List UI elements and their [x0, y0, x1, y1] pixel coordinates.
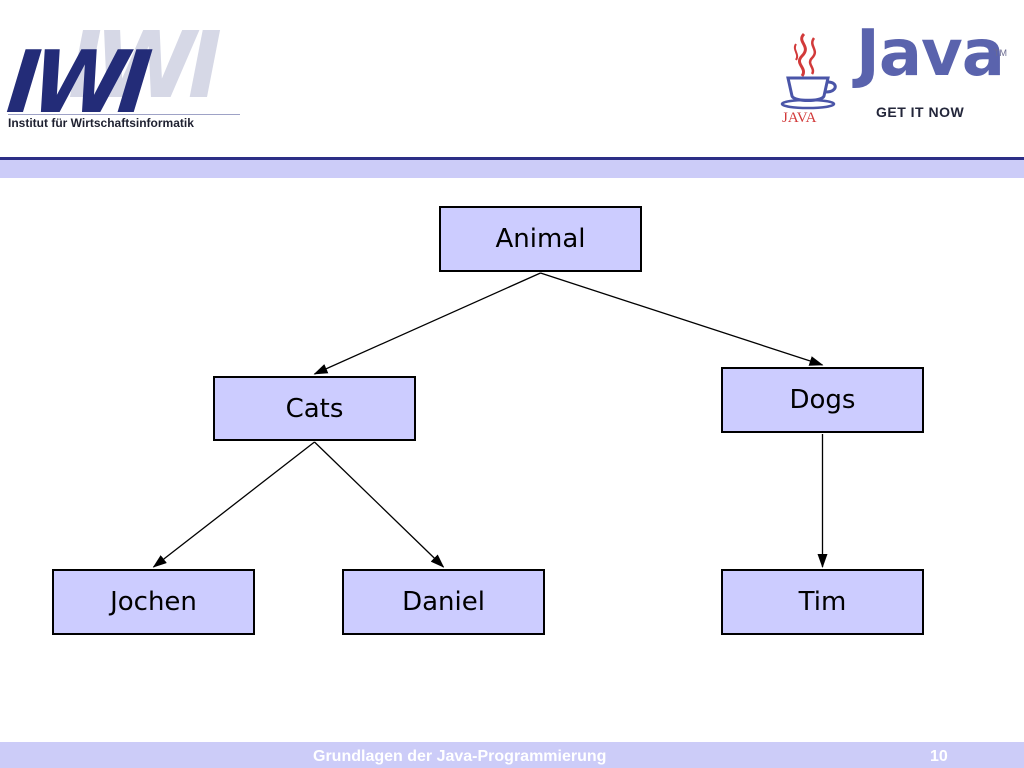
node-cats: Cats — [213, 376, 416, 441]
java-cup-label: JAVA — [782, 110, 817, 124]
edge-animal-to-cats — [313, 272, 541, 375]
edge-animal-to-dogs — [540, 272, 824, 366]
iwi-logo: IWI IWI Institut für Wirtschaftsinformat… — [3, 12, 248, 134]
node-cats-label: Cats — [285, 393, 344, 424]
java-cup-icon: JAVA — [780, 32, 837, 124]
java-wordmark: Java — [856, 17, 1005, 91]
java-tagline: GET IT NOW — [876, 104, 965, 120]
node-daniel-label: Daniel — [402, 587, 485, 617]
iwi-logo-rule — [8, 114, 240, 115]
node-jochen-label: Jochen — [110, 587, 197, 617]
edge-cats-to-jochen — [152, 441, 315, 568]
java-trademark: TM — [994, 48, 1007, 58]
iwi-logo-shadow: IWI — [68, 12, 222, 119]
node-animal: Animal — [439, 206, 642, 272]
header-rule — [0, 157, 1024, 160]
footer-title: Grundlagen der Java-Programmierung — [313, 748, 607, 765]
node-jochen: Jochen — [52, 569, 255, 635]
edge-cats-to-daniel — [314, 441, 445, 568]
header-band — [0, 160, 1024, 178]
node-tim: Tim — [721, 569, 924, 635]
node-tim-label: Tim — [798, 587, 847, 617]
node-daniel: Daniel — [342, 569, 545, 635]
node-dogs: Dogs — [721, 367, 924, 433]
java-logo: JAVA Java TM GET IT NOW — [778, 22, 1014, 130]
page-number: 10 — [930, 748, 948, 765]
node-dogs-label: Dogs — [789, 385, 856, 415]
iwi-subtitle: Institut für Wirtschaftsinformatik — [8, 116, 194, 130]
footer-bar: Grundlagen der Java-Programmierung 10 — [0, 742, 1024, 768]
node-animal-label: Animal — [495, 224, 586, 254]
